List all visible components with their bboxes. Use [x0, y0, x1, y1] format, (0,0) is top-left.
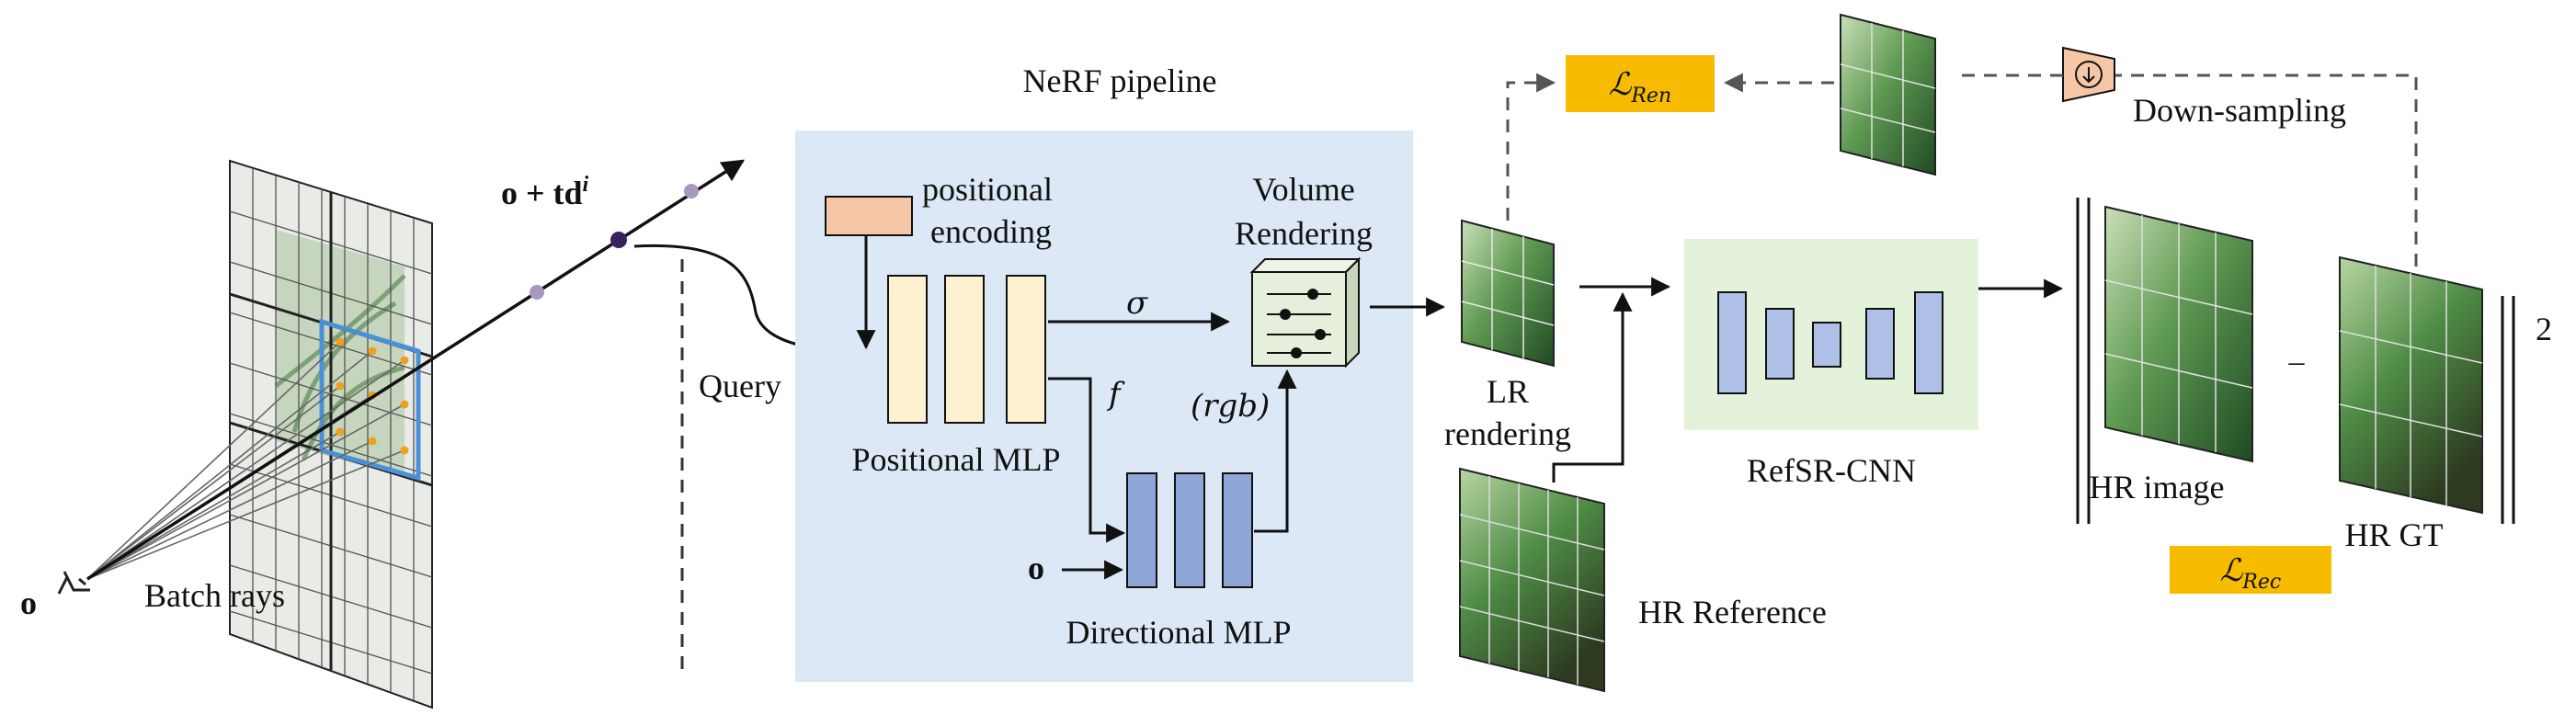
volume-rendering-label-line1: Volume [1252, 171, 1354, 208]
rec-loss-label: ℒRec [2220, 552, 2281, 594]
rgb-label: (rgb) [1191, 388, 1270, 425]
query-ray-arrow [86, 159, 746, 581]
camera-origin-label: o [20, 584, 37, 621]
ray-sample-point [530, 285, 544, 300]
sigma-label: σ [1126, 285, 1148, 322]
reference-arrow [1552, 291, 1633, 482]
camera-icon [57, 571, 90, 595]
volume-rendering-label-line2: Rendering [1235, 215, 1373, 252]
directional-mlp-label: Directional MLP [1066, 614, 1292, 651]
query-point [610, 232, 627, 248]
downsample-icon [2062, 46, 2115, 103]
ray-sample-point [684, 184, 699, 199]
hr-reference-label: HR Reference [1638, 594, 1827, 630]
hr-reference-image [1459, 467, 1605, 693]
batch-ray-lines [86, 341, 405, 580]
positional-encoding-label-line2: encoding [930, 213, 1052, 250]
query-point-label: o + tdi [501, 173, 589, 211]
hr-gt-image [2339, 255, 2483, 515]
rec-loss-badge [2170, 546, 2331, 594]
downsampled-gt-image [1840, 13, 1936, 176]
positional-encoding-label-line1: positional [922, 171, 1053, 208]
positional-mlp-label: Positional MLP [851, 441, 1060, 478]
lr-to-loss-arrow [1506, 73, 1556, 221]
query-label: Query [699, 368, 781, 404]
directional-mlp [1126, 472, 1253, 588]
refsr-cnn-blocks [1717, 291, 1943, 394]
batch-rays-label: Batch rays [144, 577, 285, 614]
ray-image-plane [229, 159, 433, 709]
lr-rendering-image [1461, 219, 1555, 368]
hr-image-label: HR image [2090, 469, 2225, 505]
lr-rendering-label-line2: rendering [1444, 415, 1571, 452]
down-sampling-label: Down-sampling [2133, 92, 2346, 129]
positional-encoding-block [825, 196, 913, 236]
refsr-cnn-label: RefSR-CNN [1747, 452, 1916, 489]
hr-image [2104, 205, 2253, 463]
lr-rendering-label-line1: LR [1487, 373, 1529, 410]
positional-mlp [887, 275, 1046, 424]
ren-loss-badge [1566, 55, 1715, 112]
direction-input-label: o [1028, 550, 1044, 586]
norm-power-label: 2 [2536, 311, 2552, 347]
hr-gt-label: HR GT [2345, 516, 2444, 553]
minus-sign: – [2288, 345, 2306, 379]
ray-batch-highlight [319, 318, 421, 482]
feature-arrow [1048, 377, 1126, 543]
rgb-arrow [1254, 369, 1297, 533]
ren-loss-label: ℒRen [1609, 66, 1671, 108]
volume-rendering-icon [1249, 256, 1362, 369]
nerf-pipeline-title: NeRF pipeline [1023, 62, 1217, 99]
